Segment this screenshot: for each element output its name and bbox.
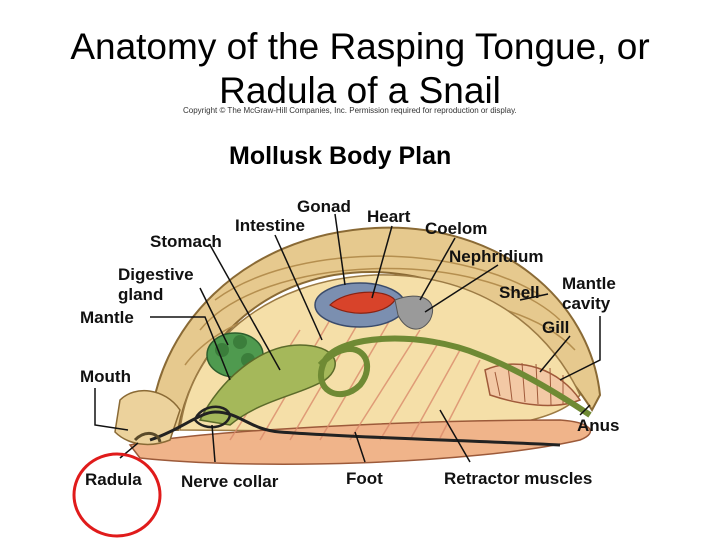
radula xyxy=(133,432,162,443)
label-mantle: Mantle xyxy=(80,308,134,327)
slide-title-line-1: Anatomy of the Rasping Tongue, or xyxy=(70,26,650,67)
digestive-gland-lobule xyxy=(233,335,247,349)
shell xyxy=(148,226,602,431)
head xyxy=(114,390,181,446)
label-heart: Heart xyxy=(367,207,411,226)
label-retractor-muscles: Retractor muscles xyxy=(444,469,592,488)
label-foot: Foot xyxy=(346,469,383,488)
intestine xyxy=(317,335,592,418)
label-gonad: Gonad xyxy=(297,197,351,216)
leader-lines xyxy=(94,213,601,463)
label-gill: Gill xyxy=(542,318,569,337)
label-mouth: Mouth xyxy=(80,367,131,386)
figure-heading: Mollusk Body Plan xyxy=(229,142,452,170)
label-mantle-cavity-line1: Mantle xyxy=(562,274,616,293)
slide-title-line-2: Radula of a Snail xyxy=(219,70,501,111)
label-stomach: Stomach xyxy=(150,232,222,251)
label-mantle-cavity-line2: cavity xyxy=(562,294,611,313)
label-shell: Shell xyxy=(499,283,540,302)
copyright-notice: Copyright © The McGraw-Hill Companies, I… xyxy=(183,106,517,115)
radula-highlight-circle xyxy=(72,452,162,538)
nerve-collar-ring xyxy=(193,405,232,429)
label-nerve-collar: Nerve collar xyxy=(181,472,279,491)
label-anus: Anus xyxy=(577,416,620,435)
label-digestive-gland-line2: gland xyxy=(118,285,163,304)
label-intestine: Intestine xyxy=(235,216,305,235)
label-coelom: Coelom xyxy=(425,219,487,238)
digestive-gland-lobule xyxy=(215,343,229,357)
label-nephridium: Nephridium xyxy=(449,247,543,266)
nephridium xyxy=(394,295,433,330)
foot xyxy=(128,419,592,465)
label-digestive-gland-line1: Digestive xyxy=(118,265,194,284)
label-radula: Radula xyxy=(85,470,142,489)
